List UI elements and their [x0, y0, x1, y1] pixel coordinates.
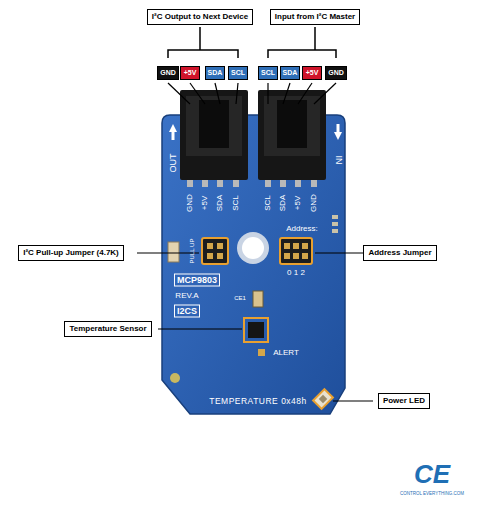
pin-label: GND [157, 66, 179, 80]
pin-label: +5V [180, 66, 200, 80]
jumper-pin [284, 243, 308, 259]
silkscreen-text: TEMPERATURE 0x48h [209, 397, 307, 406]
callout-label: Temperature Sensor [64, 321, 151, 338]
silkscreen-text: REV.A [175, 292, 198, 300]
silkscreen-text: CE1 [234, 295, 246, 301]
power-led [313, 389, 333, 409]
jumper-pin [207, 243, 223, 259]
pin-name: SCL [264, 195, 272, 211]
resistor-network [332, 215, 338, 233]
pin-label: SDA [205, 66, 226, 80]
leader-line [137, 253, 373, 401]
silkscreen-text: Address: [286, 225, 318, 233]
callout-label: I²C Pull-up Jumper (4.7K) [18, 245, 124, 262]
bracket [168, 27, 336, 58]
part-number: MCP9803 [174, 274, 220, 287]
direction-arrow [169, 124, 177, 140]
jumper [202, 238, 228, 264]
silkscreen-text: I2CS [174, 305, 200, 318]
callout-label: Power LED [378, 393, 430, 410]
direction-arrow [334, 124, 342, 140]
callout-label: Address Jumper [363, 245, 436, 262]
label-text: SDA [283, 69, 298, 77]
resistor [168, 242, 179, 262]
alert-pad [258, 349, 265, 356]
label-text: Power LED [383, 397, 425, 406]
pin-name: +5V [294, 196, 302, 210]
label-text: GND [328, 69, 344, 77]
label-text: +5V [183, 69, 197, 77]
pin-name: GND [310, 194, 318, 212]
label-text: SCL [231, 69, 245, 77]
pin-label: SDA [280, 66, 301, 80]
label-text: SCL [261, 69, 275, 77]
label-text: GND [160, 69, 176, 77]
wire [168, 83, 336, 104]
pin-name: SDA [279, 195, 287, 211]
pin-label: +5V [302, 66, 322, 80]
pin-label: SCL [228, 66, 248, 80]
fiducial [170, 373, 180, 383]
jumper [280, 238, 312, 264]
silkscreen-text: ALERT [273, 349, 299, 357]
callout-label: Input from I²C Master [270, 9, 360, 26]
silkscreen-text: 0 1 2 [287, 269, 305, 277]
silkscreen-text: PULL UP [189, 239, 195, 264]
direction-label: IN [334, 156, 343, 165]
label-text: SDA [208, 69, 223, 77]
callout-label: I²C Output to Next Device [147, 9, 253, 26]
logo: CE [414, 461, 450, 487]
direction-label: OUT [169, 154, 178, 173]
mounting-hole [237, 232, 269, 264]
pin-name: SCL [232, 195, 240, 211]
pin-name: GND [186, 194, 194, 212]
temperature-sensor [248, 322, 264, 338]
pin-label: GND [325, 66, 347, 80]
label-text: I²C Output to Next Device [152, 13, 248, 22]
logo-text: CONTROL EVERYTHING.COM [400, 492, 464, 497]
pin-name: SDA [216, 195, 224, 211]
pin-name: +5V [201, 196, 209, 210]
label-text: Temperature Sensor [69, 325, 146, 334]
connector-pin [187, 180, 317, 187]
label-text: Input from I²C Master [275, 13, 355, 22]
connector [180, 90, 326, 180]
label-text: I²C Pull-up Jumper (4.7K) [23, 249, 119, 258]
mounting-hole [242, 237, 264, 259]
sensor-outline [244, 318, 268, 342]
label-text: Address Jumper [368, 249, 431, 258]
pin-label: SCL [258, 66, 278, 80]
label-text: +5V [305, 69, 319, 77]
capacitor [253, 291, 263, 307]
